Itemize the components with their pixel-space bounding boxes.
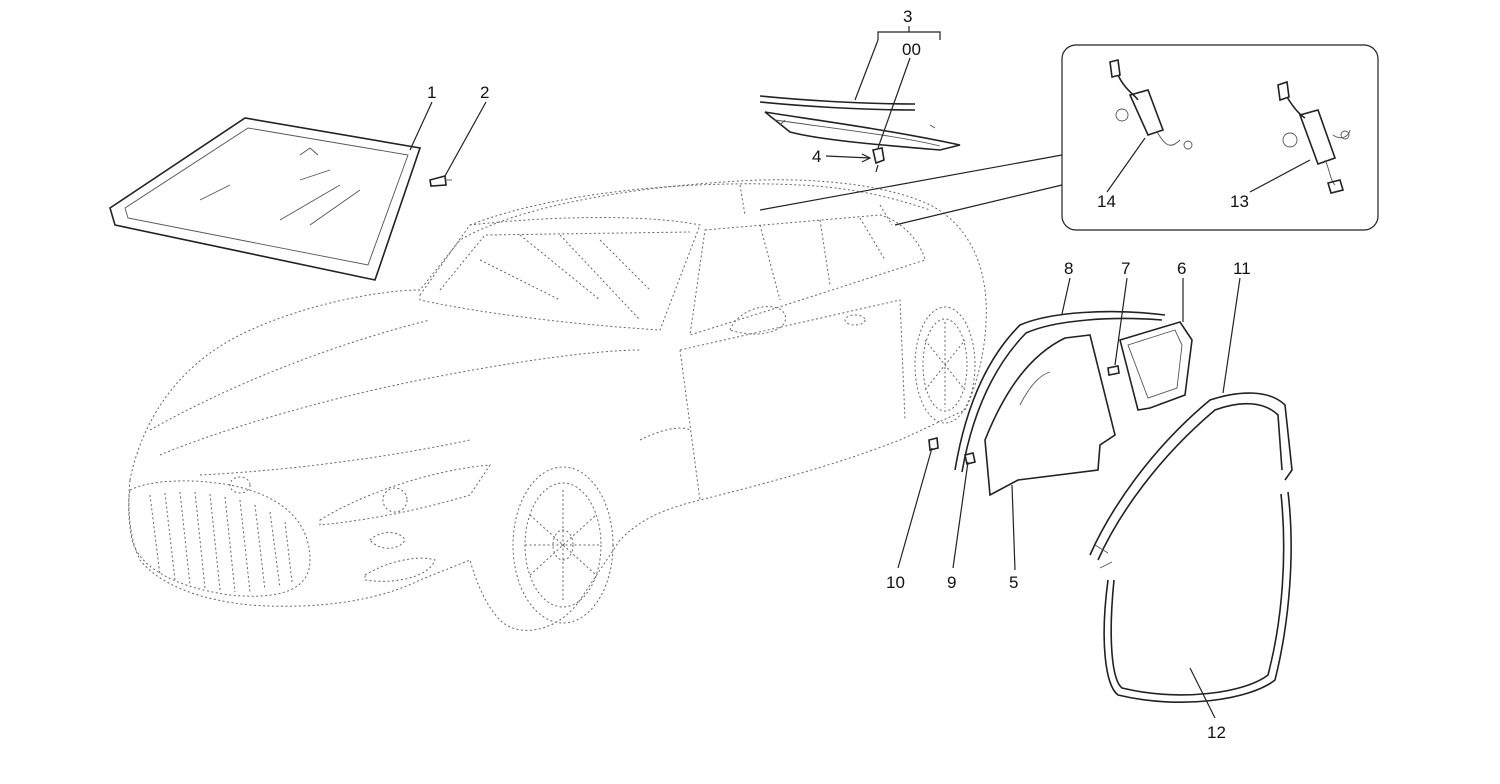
door-window-glass bbox=[984, 334, 1116, 497]
callout-3-brace bbox=[877, 26, 941, 40]
door-glass-seal bbox=[954, 310, 1166, 473]
seal-bracket bbox=[964, 452, 976, 465]
quarter-glass bbox=[1119, 321, 1193, 411]
seal-clip bbox=[928, 436, 939, 452]
callout-8: 8 bbox=[1064, 259, 1073, 278]
callout-7: 7 bbox=[1121, 259, 1130, 278]
callout-9: 9 bbox=[947, 573, 956, 592]
leader-lines bbox=[409, 39, 1311, 719]
callout-13: 13 bbox=[1230, 192, 1249, 211]
callout-11: 11 bbox=[1233, 259, 1251, 278]
windshield-stud bbox=[429, 174, 452, 187]
callout-1: 1 bbox=[427, 83, 436, 102]
rear-window-glass bbox=[759, 95, 961, 151]
callout-5: 5 bbox=[1009, 573, 1018, 592]
door-seal-upper bbox=[1089, 392, 1293, 569]
quarter-glass-screw bbox=[1107, 365, 1120, 376]
callout-14: 14 bbox=[1097, 192, 1116, 211]
callout-10: 10 bbox=[886, 573, 905, 592]
callout-3: 3 bbox=[903, 7, 912, 26]
callout-4-arrowhead bbox=[861, 153, 872, 163]
callout-labels: 1 2 3 00 4 5 6 7 8 9 10 11 12 13 14 bbox=[427, 7, 1251, 742]
callout-4: 4 bbox=[812, 147, 821, 166]
callout-12: 12 bbox=[1207, 723, 1226, 742]
door-seal-lower bbox=[1103, 491, 1292, 703]
inset-box bbox=[759, 44, 1379, 231]
car-outline bbox=[128, 179, 987, 631]
rear-window-clip bbox=[872, 147, 885, 173]
windshield-glass bbox=[109, 117, 422, 281]
callout-6: 6 bbox=[1177, 259, 1186, 278]
callout-2: 2 bbox=[480, 83, 489, 102]
callout-00: 00 bbox=[902, 40, 921, 59]
